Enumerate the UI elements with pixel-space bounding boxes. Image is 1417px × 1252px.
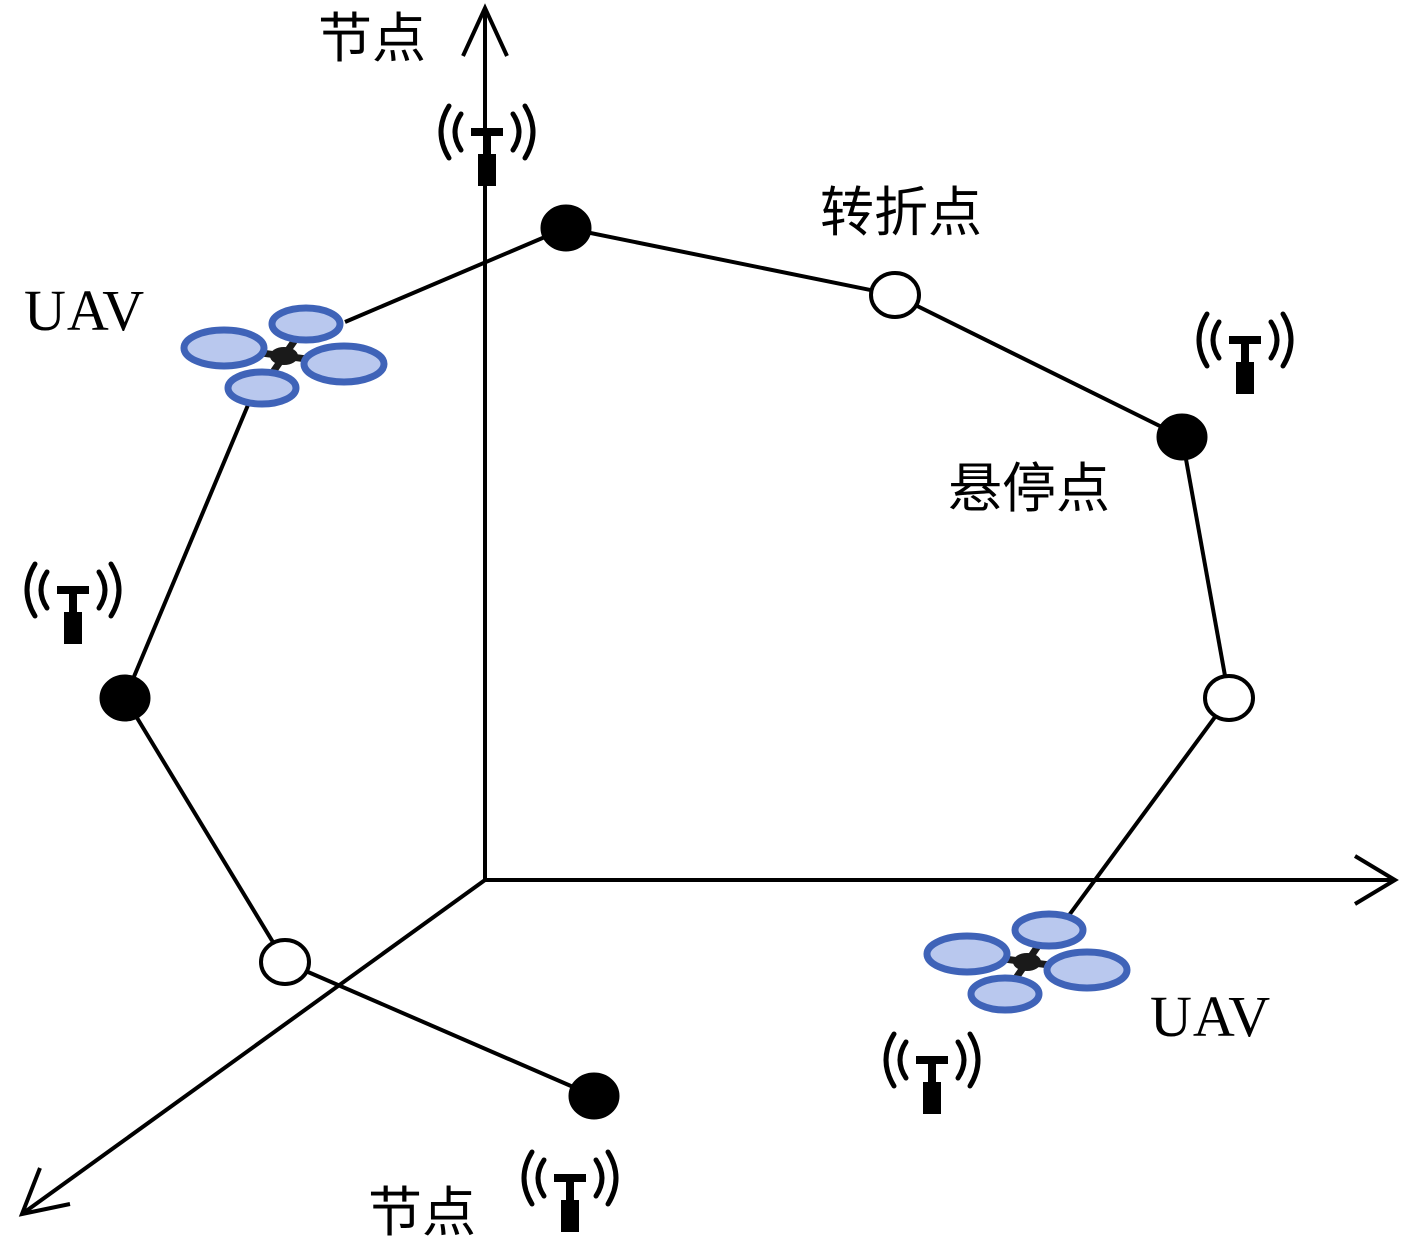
turning-point-marker (259, 938, 311, 986)
hover-point-marker (568, 1072, 620, 1120)
hover-point-marker (540, 204, 592, 252)
hover-points (99, 204, 1208, 1120)
uav-drone-icon (184, 308, 384, 404)
uav-drone-icon (927, 914, 1127, 1010)
flight-path (123, 226, 1231, 1098)
sensor-node-icon (886, 1034, 978, 1114)
path-segment (894, 293, 1183, 439)
x-axis-arrow-icon (1353, 854, 1399, 906)
uavs (184, 308, 1127, 1010)
sensor-node-icon (1199, 314, 1291, 394)
node-label-bottom: 节点 (368, 1181, 476, 1244)
turning-points (259, 271, 1255, 986)
turning-point-marker (869, 271, 921, 319)
path-segment (344, 226, 567, 324)
sensor-node-icon (524, 1152, 616, 1232)
path-segment (123, 404, 250, 699)
y-axis (20, 878, 487, 1216)
z-axis-arrow-icon (461, 3, 509, 57)
uav-label-left: UAV (24, 278, 146, 343)
hover-point-marker (1156, 413, 1208, 461)
sensor-nodes (27, 106, 1291, 1232)
path-segment (284, 960, 595, 1098)
node-label-top: 节点 (318, 7, 426, 70)
sensor-node-icon (27, 564, 119, 644)
turning-point-marker (1203, 674, 1255, 722)
uav-label-right: UAV (1150, 984, 1272, 1049)
path-segment (565, 226, 896, 297)
path-segment (1180, 436, 1231, 699)
hover-point-marker (99, 674, 151, 722)
hover-point-label: 悬停点 (948, 457, 1110, 520)
path-segment (123, 696, 287, 964)
path-segment (1065, 696, 1231, 920)
y-axis-arrow-icon (18, 1167, 71, 1217)
turning-point-label: 转折点 (820, 181, 982, 244)
